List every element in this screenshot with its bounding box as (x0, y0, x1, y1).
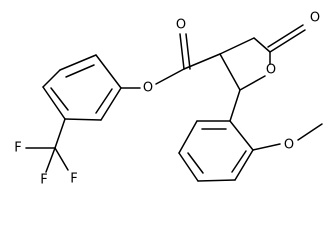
ring-double-bond (95, 88, 113, 114)
fluorine-label-1: F (14, 141, 21, 156)
lactone-carbonyl-bond (269, 29, 306, 53)
trifluoromethylphenyl-ring (42, 54, 122, 121)
ring-double-bond (65, 64, 95, 78)
carbonyl-double-bond (185, 33, 191, 70)
ring-bond (234, 149, 254, 181)
chemical-structure-canvas: F F F O O O O (14, 11, 323, 188)
fluorine-label-3: F (70, 172, 77, 187)
cf3-bond (54, 118, 66, 149)
ring-bond (64, 118, 102, 121)
carbonyl-oxygen-label: O (176, 18, 186, 33)
ring-bond (219, 37, 255, 55)
ring-double-bond (187, 152, 204, 174)
ring-bond (229, 120, 254, 151)
lactone-carbonyl-oxygen-label: O (310, 11, 320, 26)
o-c-bond (155, 68, 185, 85)
lactone-carbonyl-double-bond (267, 24, 304, 48)
ring-bond (42, 86, 66, 120)
c-f-bond (54, 147, 69, 171)
ring-bond (178, 120, 198, 154)
methoxyphenyl-ring (178, 89, 254, 182)
trifluoromethyl-group: F F F (14, 118, 78, 188)
ring-bond (42, 69, 61, 88)
ring-double-bond (231, 150, 247, 173)
ring-bond (95, 54, 122, 89)
ring-bond (178, 152, 199, 182)
fluorine-label-2: F (40, 173, 47, 188)
ring-bond (197, 179, 236, 182)
ring-bond (100, 87, 122, 121)
ester-group: O O (120, 18, 221, 96)
ring-double-bond (50, 87, 69, 111)
carbonyl-ring-bond (183, 53, 221, 70)
lactone-ring: O O (219, 11, 320, 91)
o-methyl-bond (297, 123, 323, 141)
carbonyl-double-bond (179, 33, 185, 70)
ring-oxygen-label: O (266, 63, 276, 78)
c-f-bond (45, 147, 56, 173)
ring-bond (253, 37, 271, 53)
methoxy-oxygen-label: O (284, 138, 294, 153)
ring-bond (219, 53, 241, 91)
ring-link-bond (229, 89, 241, 122)
ester-oxygen-label: O (143, 81, 153, 96)
methoxy-group: O (252, 123, 323, 153)
chemical-structure-diagram: F F F O O O O (14, 11, 323, 188)
ring-bond (59, 54, 97, 71)
aryl-o-bond (252, 143, 281, 151)
ring-bond (239, 75, 266, 91)
